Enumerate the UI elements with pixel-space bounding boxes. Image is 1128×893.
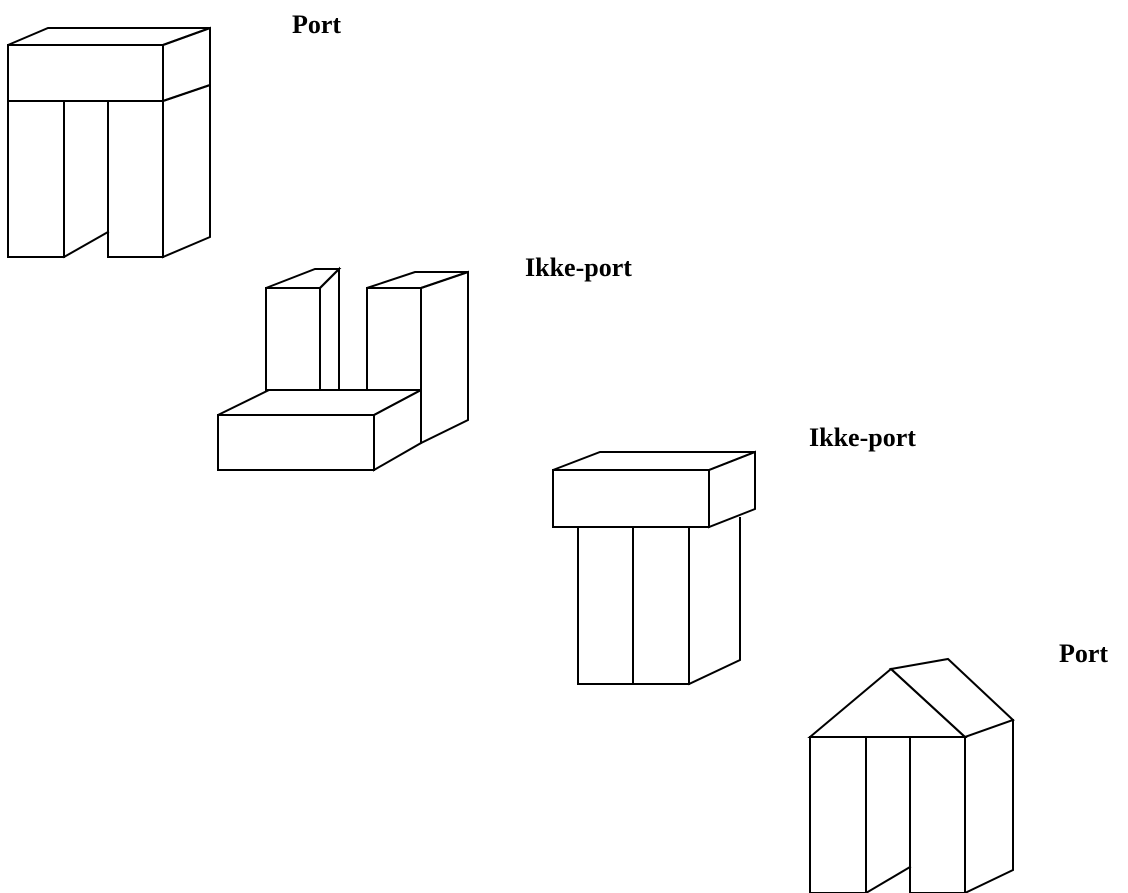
- left-post: [809, 736, 867, 893]
- column-side: [687, 517, 741, 686]
- left-post-front: [265, 287, 321, 391]
- base-slab-top: [217, 389, 422, 416]
- right-post-side: [420, 270, 469, 445]
- base-slab-side: [373, 388, 422, 472]
- figure-3-nonport-blocks: [552, 450, 756, 686]
- left-post: [7, 100, 65, 258]
- roof-front-triangle: [807, 667, 968, 738]
- gap-floor-edge: [62, 230, 110, 259]
- right-post-front: [366, 287, 422, 391]
- right-post-side: [162, 83, 211, 259]
- figure-1-label: Port: [292, 10, 342, 39]
- lintel-front-face: [7, 44, 164, 102]
- figure-4-port-blocks: [807, 657, 1015, 893]
- roof-side-slope: [888, 657, 1015, 739]
- lintel-side-face: [162, 26, 211, 103]
- top-block-side: [708, 450, 756, 529]
- figure-1-port-blocks: [7, 26, 211, 259]
- left-post-side: [319, 266, 340, 391]
- figure-4-label: Port: [1059, 639, 1109, 668]
- top-block-front: [552, 469, 710, 528]
- gap-floor-edge: [864, 865, 912, 893]
- base-slab-front: [217, 414, 375, 471]
- figure-2-label: Ikke-port: [525, 253, 632, 282]
- figure-3-label: Ikke-port: [809, 423, 916, 452]
- lintel-top-face: [7, 27, 211, 46]
- top-block-top-face: [552, 451, 756, 471]
- left-post-top: [265, 268, 342, 289]
- right-post-side: [963, 719, 1014, 893]
- right-post-front: [909, 736, 966, 893]
- figure-2-nonport-blocks: [217, 266, 469, 472]
- right-post-front: [107, 100, 164, 258]
- right-post-top: [366, 271, 469, 289]
